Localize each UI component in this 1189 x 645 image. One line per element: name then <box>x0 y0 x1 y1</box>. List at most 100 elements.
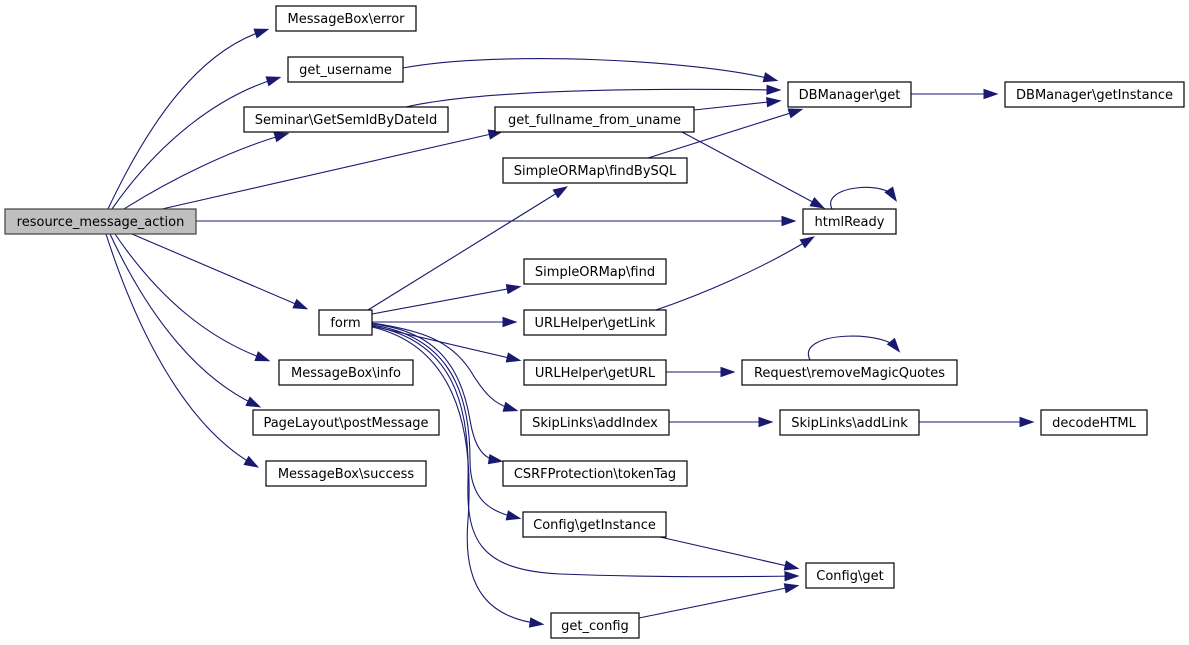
node-box <box>523 309 667 336</box>
edge-resource-message-action-to-msgbox-success <box>105 233 260 468</box>
arrowhead-icon <box>787 108 804 119</box>
node-simpleormap-find[interactable]: SimpleORMap\find <box>523 258 667 285</box>
edge-form-to-config-get <box>371 325 800 582</box>
node-label: get_fullname_from_uname <box>508 113 681 128</box>
node-msgbox-error[interactable]: MessageBox\error <box>275 5 417 32</box>
edge-get-fullname-to-htmlready <box>681 131 826 209</box>
arrowhead-icon <box>983 88 999 100</box>
edge-skiplinks-addindex-to-skiplinks-addlink <box>669 416 774 428</box>
node-request-removemagicquotes[interactable]: Request\removeMagicQuotes <box>741 359 958 386</box>
node-label: PageLayout\postMessage <box>263 416 428 431</box>
node-skiplinks-addindex[interactable]: SkipLinks\addIndex <box>520 409 670 436</box>
arrowhead-icon <box>762 72 779 83</box>
arrowhead-icon <box>781 215 797 227</box>
node-skiplinks-addlink[interactable]: SkipLinks\addLink <box>779 409 920 436</box>
node-box <box>265 460 427 487</box>
edge-line <box>371 325 519 361</box>
edge-line <box>371 286 519 315</box>
arrowhead-icon <box>528 617 545 628</box>
node-box <box>318 309 373 336</box>
node-box <box>805 562 895 589</box>
node-htmlready[interactable]: htmlReady <box>802 208 897 235</box>
edge-config-getinstance-to-config-get <box>659 536 800 571</box>
arrowhead-icon <box>245 396 262 408</box>
node-label: URLHelper\getLink <box>534 316 656 331</box>
node-urlhelper-getlink[interactable]: URLHelper\getLink <box>523 309 667 336</box>
node-form[interactable]: form <box>318 309 373 336</box>
arrowhead-icon <box>799 236 816 249</box>
node-config-get[interactable]: Config\get <box>805 562 895 589</box>
node-box <box>287 56 404 83</box>
edge-resource-message-action-to-form <box>131 233 309 310</box>
node-dbmanager-get[interactable]: DBManager\get <box>787 81 912 108</box>
edge-line <box>681 131 823 208</box>
node-box <box>4 208 197 235</box>
node-pagelayout-postmessage[interactable]: PageLayout\postMessage <box>252 409 440 436</box>
node-urlhelper-geturl[interactable]: URLHelper\getURL <box>523 359 667 386</box>
edge-line <box>123 133 287 210</box>
edge-form-to-get-config <box>371 326 545 628</box>
edge-line <box>111 77 279 210</box>
node-label: SimpleORMap\find <box>535 265 655 280</box>
node-label: MessageBox\success <box>278 467 415 482</box>
edge-line <box>371 324 519 519</box>
arrowhead-icon <box>505 510 522 521</box>
edge-line <box>655 237 813 311</box>
edge-line <box>161 131 501 210</box>
node-resource-message-action[interactable]: resource_message_action <box>4 208 197 235</box>
node-seminar-getsemid[interactable]: Seminar\GetSemIdByDateId <box>243 106 449 133</box>
arrowhead-icon <box>552 186 568 199</box>
node-label: htmlReady <box>815 215 885 230</box>
node-box <box>779 409 920 436</box>
edge-get-fullname-to-dbmanager-get <box>693 97 782 111</box>
node-config-getinstance[interactable]: Config\getInstance <box>522 511 667 538</box>
node-decodehtml[interactable]: decodeHTML <box>1040 409 1148 436</box>
edge-findbysql-to-dbmanager-get <box>647 108 804 159</box>
edge-line <box>105 233 257 467</box>
edge-line <box>371 323 501 462</box>
edge-resource-message-action-to-seminar-getsemid <box>123 132 290 210</box>
node-label: SkipLinks\addIndex <box>532 416 658 431</box>
node-label: decodeHTML <box>1052 416 1137 431</box>
edge-urlhelper-geturl-to-request-removemagicquotes <box>666 366 736 378</box>
node-box <box>802 208 897 235</box>
edge-line <box>405 88 779 108</box>
edge-form-to-simpleormap-find <box>371 283 522 315</box>
arrowhead-icon <box>809 196 826 209</box>
node-label: URLHelper\getURL <box>535 366 656 381</box>
node-label: DBManager\get <box>799 88 901 103</box>
edge-line <box>131 233 306 309</box>
edge-urlhelper-getlink-to-htmlready <box>655 236 816 311</box>
edge-dbmanager-get-to-dbmanager-getinstance <box>911 88 999 100</box>
edge-form-to-config-getinstance <box>371 324 522 521</box>
arrowhead-icon <box>766 84 782 96</box>
node-box <box>502 157 688 184</box>
edge-line <box>693 100 779 111</box>
node-dbmanager-getinstance[interactable]: DBManager\getInstance <box>1004 81 1185 108</box>
node-get-username[interactable]: get_username <box>287 56 404 83</box>
node-label: SimpleORMap\findBySQL <box>514 164 677 179</box>
node-label: SkipLinks\addLink <box>791 416 908 431</box>
arrowhead-icon <box>784 570 800 582</box>
edge-get-config-to-config-get <box>638 583 800 619</box>
arrowhead-icon <box>502 401 519 412</box>
node-get-config[interactable]: get_config <box>550 612 640 639</box>
edge-form-to-urlhelper-geturl <box>371 325 522 363</box>
arrowhead-icon <box>254 351 271 362</box>
edge-resource-message-action-to-htmlready <box>196 215 797 227</box>
node-box <box>1004 81 1185 108</box>
arrowhead-icon <box>766 97 782 108</box>
node-msgbox-info[interactable]: MessageBox\info <box>278 359 414 386</box>
node-msgbox-success[interactable]: MessageBox\success <box>265 460 427 487</box>
node-findbysql[interactable]: SimpleORMap\findBySQL <box>502 157 688 184</box>
node-label: resource_message_action <box>17 215 185 230</box>
node-label: Config\get <box>816 569 883 584</box>
node-box <box>1040 409 1148 436</box>
node-get-fullname[interactable]: get_fullname_from_uname <box>494 106 695 133</box>
node-label: CSRFProtection\tokenTag <box>514 467 676 482</box>
arrowhead-icon <box>884 186 897 202</box>
edge-line <box>659 536 797 569</box>
node-csrf-tokentag[interactable]: CSRFProtection\tokenTag <box>502 460 688 487</box>
arrowhead-icon <box>1019 416 1035 428</box>
